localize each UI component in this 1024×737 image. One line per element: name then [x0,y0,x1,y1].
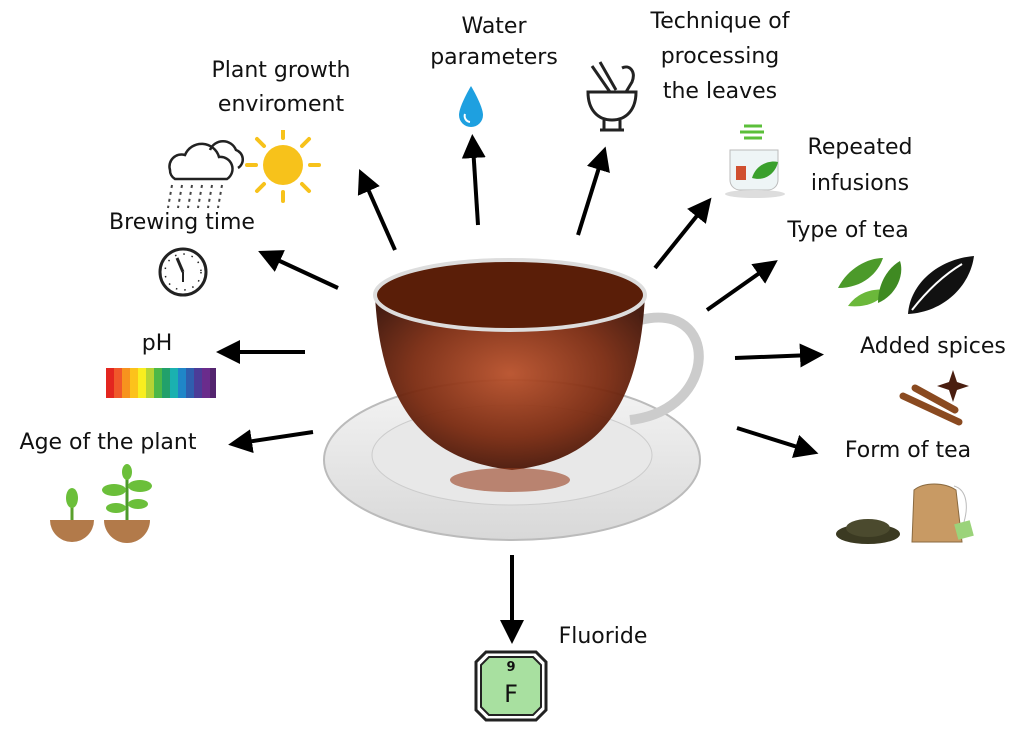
weather-icon [167,130,321,209]
fluoride-element-tile: 9 F [474,650,548,722]
label-water: Water parameters [430,12,558,74]
sun-icon [245,130,321,203]
arrow-water [461,134,486,226]
arrow-plant-growth [357,169,397,251]
label-form: Form of tea [844,438,972,463]
label-repeated: Repeated infusions [808,130,913,203]
arrow-brewing [258,250,339,290]
label-spices: Added spices [860,334,1006,359]
arrow-spices [734,343,824,368]
label-fluoride: Fluoride [558,624,648,649]
label-line: Plant growth [211,58,351,83]
label-plant-growth: Plant growth enviroment [212,54,351,122]
arrow-age [228,429,314,454]
label-line: the leaves [662,79,778,105]
arrow-technique [576,146,610,236]
label-technique: Technique of processing the leaves [651,4,790,110]
label-type: Type of tea [787,218,909,243]
clock-icon [158,247,208,297]
label-age: Age of the plant [19,430,197,455]
tea-leaves-icon [838,256,974,314]
loose-tea-teabag-icon [836,483,974,544]
label-line: Technique of [650,9,790,34]
mortar-pestle-icon [586,61,638,132]
label-line: Repeated [807,135,913,160]
label-brewing: Brewing time [109,210,255,235]
arrow-repeated [653,197,712,270]
label-line: Water [461,14,527,39]
cinnamon-star-anise-icon [899,370,969,426]
ph-scale-icon [106,368,216,398]
label-line: processing [660,44,780,70]
label-line: enviroment [217,92,345,118]
element-tile-frame [474,650,548,722]
atomic-number: 9 [506,660,516,675]
label-line: infusions [810,171,910,197]
arrow-type [705,260,778,312]
element-symbol: F [504,680,518,708]
plant-seedlings-icon [50,464,152,543]
label-ph: pH [141,331,173,356]
label-line: parameters [430,44,558,70]
arrow-form [736,426,819,458]
tea-infusion-icon [725,124,785,198]
water-drop-icon [459,86,483,127]
